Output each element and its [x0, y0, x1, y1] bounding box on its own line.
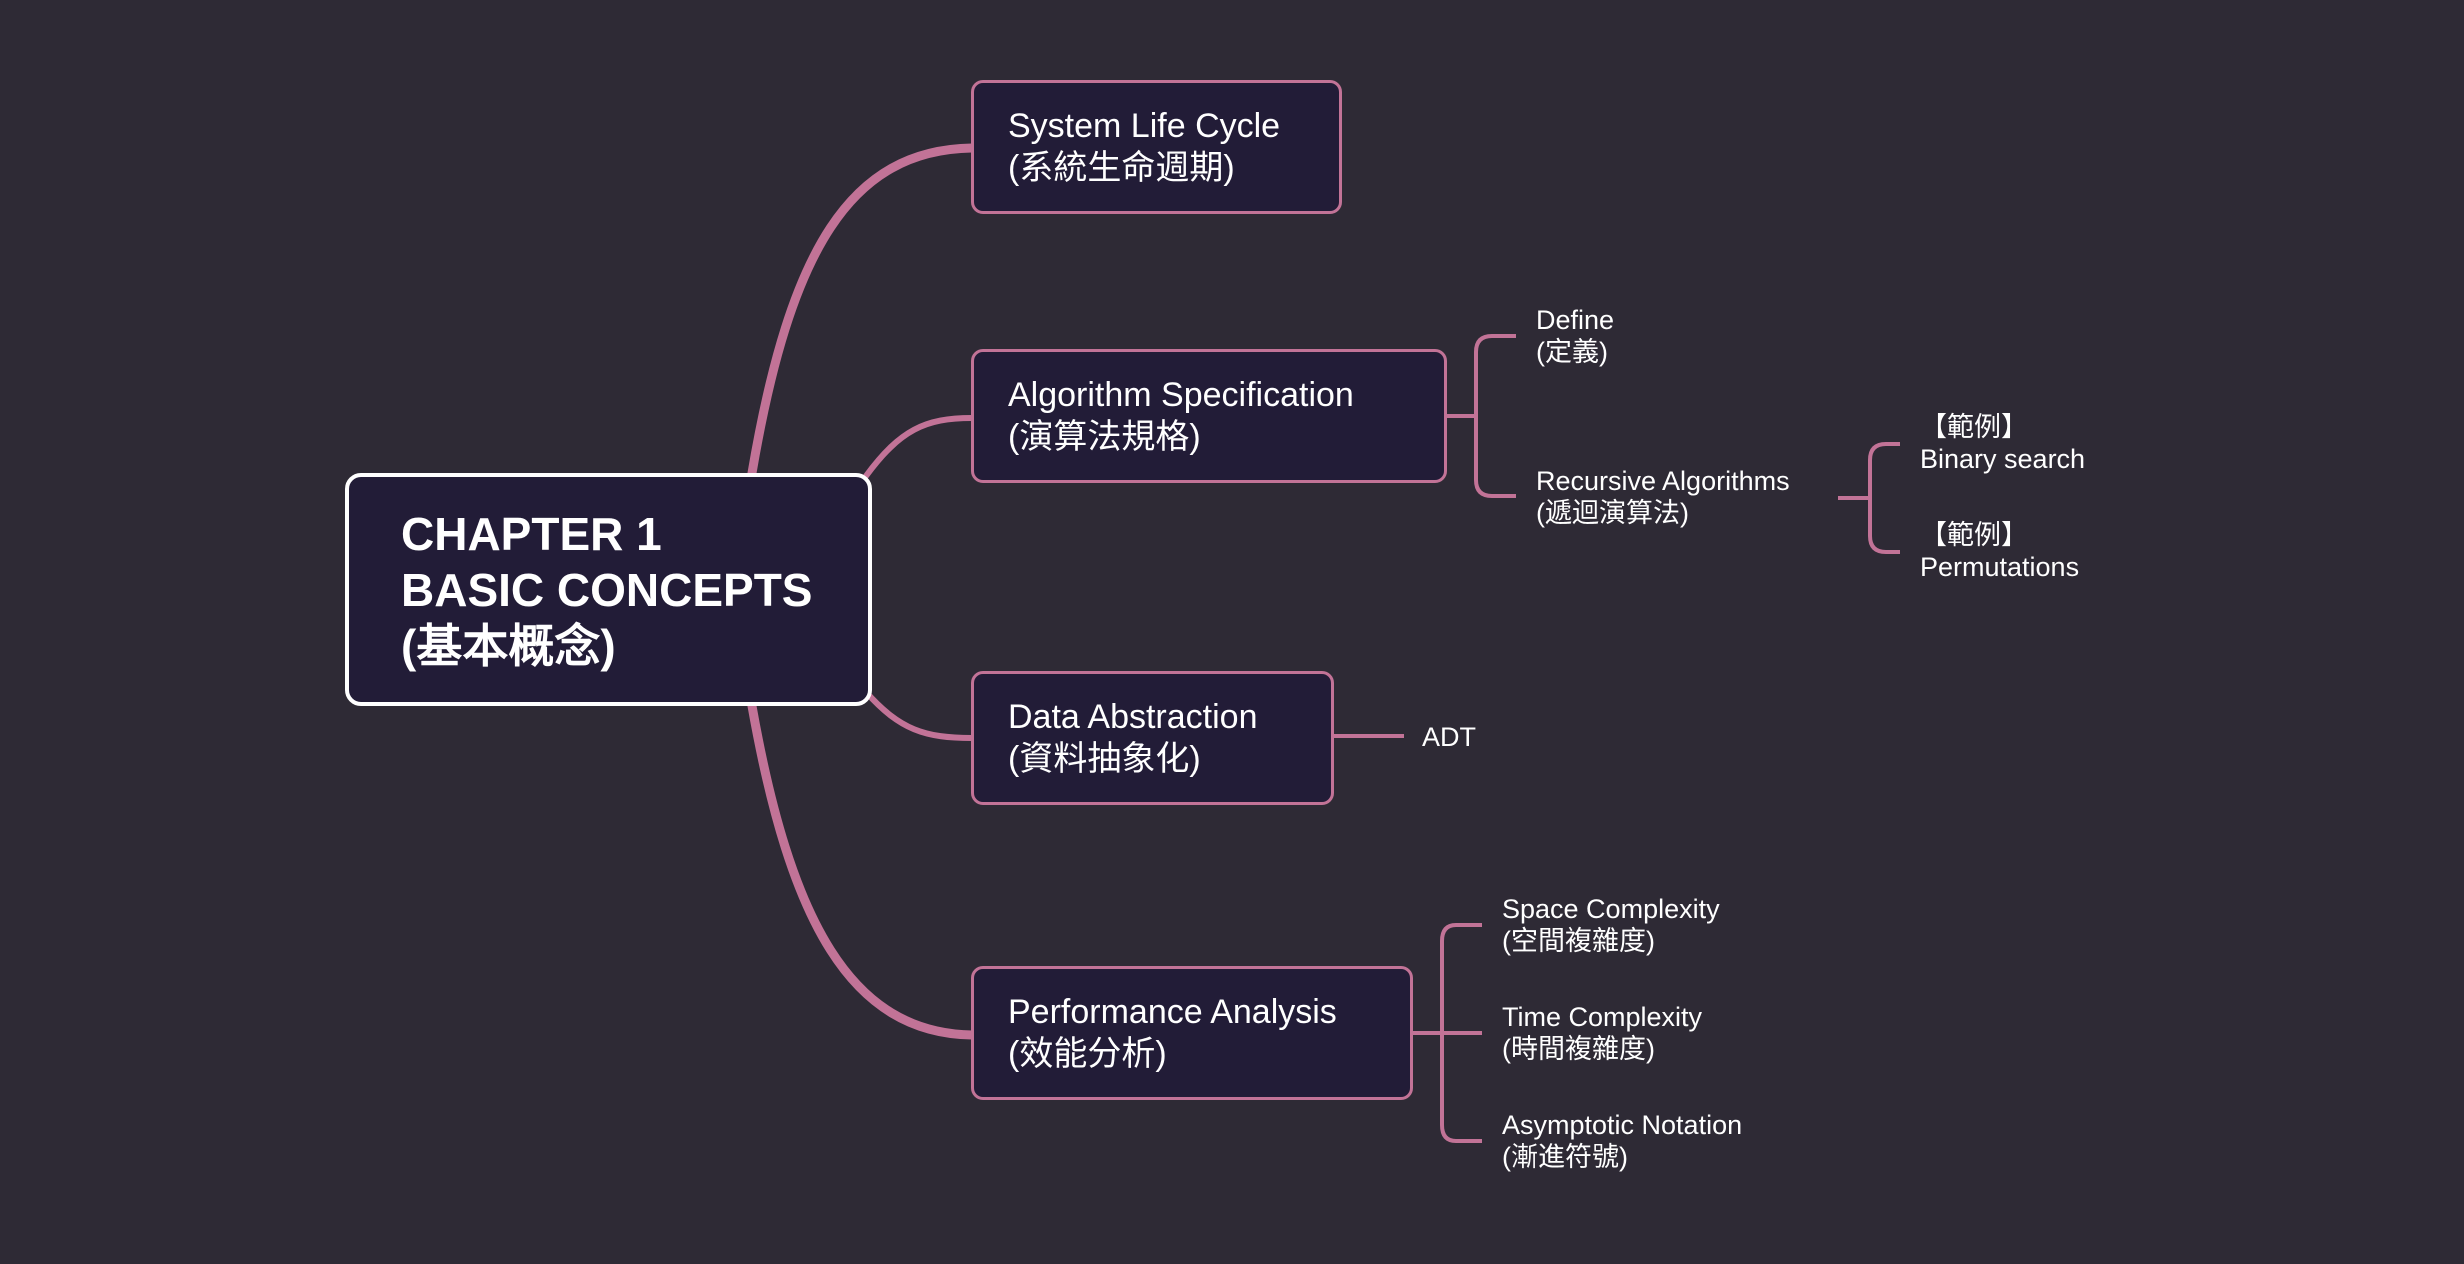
connector-root-algorithm-specification [863, 415, 975, 479]
leaf-time-complexity[interactable]: Time Complexity (時間複雜度) [1502, 1001, 1702, 1065]
bracket-algorithm-specification [1446, 334, 1516, 498]
node-label-zh: (演算法規格) [1008, 418, 1201, 456]
leaf-binary-search[interactable]: 【範例】 Binary search [1920, 411, 2085, 475]
leaf-label-en: Define [1536, 305, 1615, 335]
connector-root-data-abstraction [863, 689, 975, 741]
root-node[interactable]: CHAPTER 1 BASIC CONCEPTS (基本概念) [345, 473, 872, 706]
node-label-zh: (系統生命週期) [1008, 149, 1235, 187]
leaf-adt[interactable]: ADT [1422, 721, 1476, 753]
bracket-recursive-algorithms [1838, 442, 1900, 554]
root-title-line-1: CHAPTER 1 [401, 507, 662, 560]
node-system-life-cycle[interactable]: System Life Cycle (系統生命週期) [971, 80, 1342, 214]
root-title-line-2: BASIC CONCEPTS [401, 563, 813, 616]
leaf-label-en: Permutations [1920, 552, 2080, 582]
node-label-en: Algorithm Specification [1008, 376, 1354, 414]
node-label-en: Data Abstraction [1008, 698, 1258, 736]
leaf-label-en: Space Complexity [1502, 894, 1720, 924]
leaf-label-tag: 【範例】 [1920, 520, 2028, 550]
leaf-asymptotic-notation[interactable]: Asymptotic Notation (漸進符號) [1502, 1109, 1742, 1173]
leaf-label-en: Asymptotic Notation [1502, 1110, 1743, 1140]
leaf-label-zh: (時間複雜度) [1502, 1034, 1655, 1064]
connector-root-performance-analysis [747, 701, 977, 1040]
node-label-en: Performance Analysis [1008, 993, 1337, 1031]
leaf-define[interactable]: Define (定義) [1536, 304, 1614, 368]
bracket-performance-analysis [1412, 923, 1482, 1143]
node-label-zh: (資料抽象化) [1008, 740, 1201, 778]
leaf-label-en: Time Complexity [1502, 1002, 1703, 1032]
leaf-label-zh: (遞迴演算法) [1536, 498, 1689, 528]
leaf-label-en: Recursive Algorithms [1536, 466, 1790, 496]
leaf-label-zh: (空間複雜度) [1502, 926, 1655, 956]
leaf-label-en: Binary search [1920, 444, 2086, 474]
root-title-line-3: (基本概念) [401, 619, 616, 672]
leaf-space-complexity[interactable]: Space Complexity (空間複雜度) [1502, 893, 1720, 957]
leaf-label-zh: (定義) [1536, 337, 1608, 367]
connector-root-system-life-cycle [747, 143, 977, 478]
node-performance-analysis[interactable]: Performance Analysis (效能分析) [971, 966, 1413, 1100]
leaf-label-en: ADT [1422, 722, 1476, 752]
leaf-label-tag: 【範例】 [1920, 412, 2028, 442]
node-label-zh: (效能分析) [1008, 1035, 1167, 1073]
leaf-permutations[interactable]: 【範例】 Permutations [1920, 519, 2079, 583]
leaf-recursive-algorithms[interactable]: Recursive Algorithms (遞迴演算法) [1536, 465, 1790, 529]
node-algorithm-specification[interactable]: Algorithm Specification (演算法規格) [971, 349, 1447, 483]
node-label-en: System Life Cycle [1008, 107, 1281, 145]
node-data-abstraction[interactable]: Data Abstraction (資料抽象化) [971, 671, 1334, 805]
leaf-label-zh: (漸進符號) [1502, 1142, 1628, 1172]
